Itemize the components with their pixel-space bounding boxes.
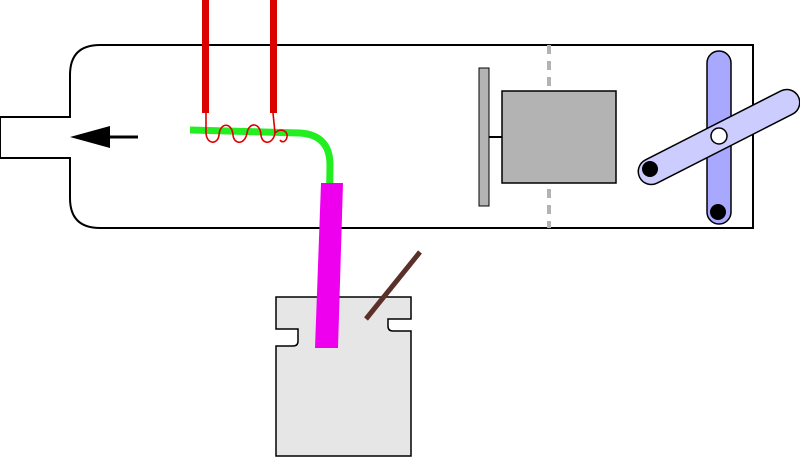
heater-lead-right [270, 0, 277, 113]
fiber-line [189, 126, 334, 436]
heater-lead-left [202, 0, 209, 113]
sample-block [501, 90, 617, 184]
arm-end-dot [642, 161, 658, 177]
coil-icon [205, 112, 288, 144]
probe-needle [364, 250, 422, 321]
vertical-plate [478, 67, 490, 207]
base-block [275, 296, 412, 457]
left-arrow-icon [70, 126, 138, 148]
pivot-icon [710, 127, 728, 145]
rod-end-dot [710, 204, 726, 220]
sleeve-tube [315, 183, 343, 348]
